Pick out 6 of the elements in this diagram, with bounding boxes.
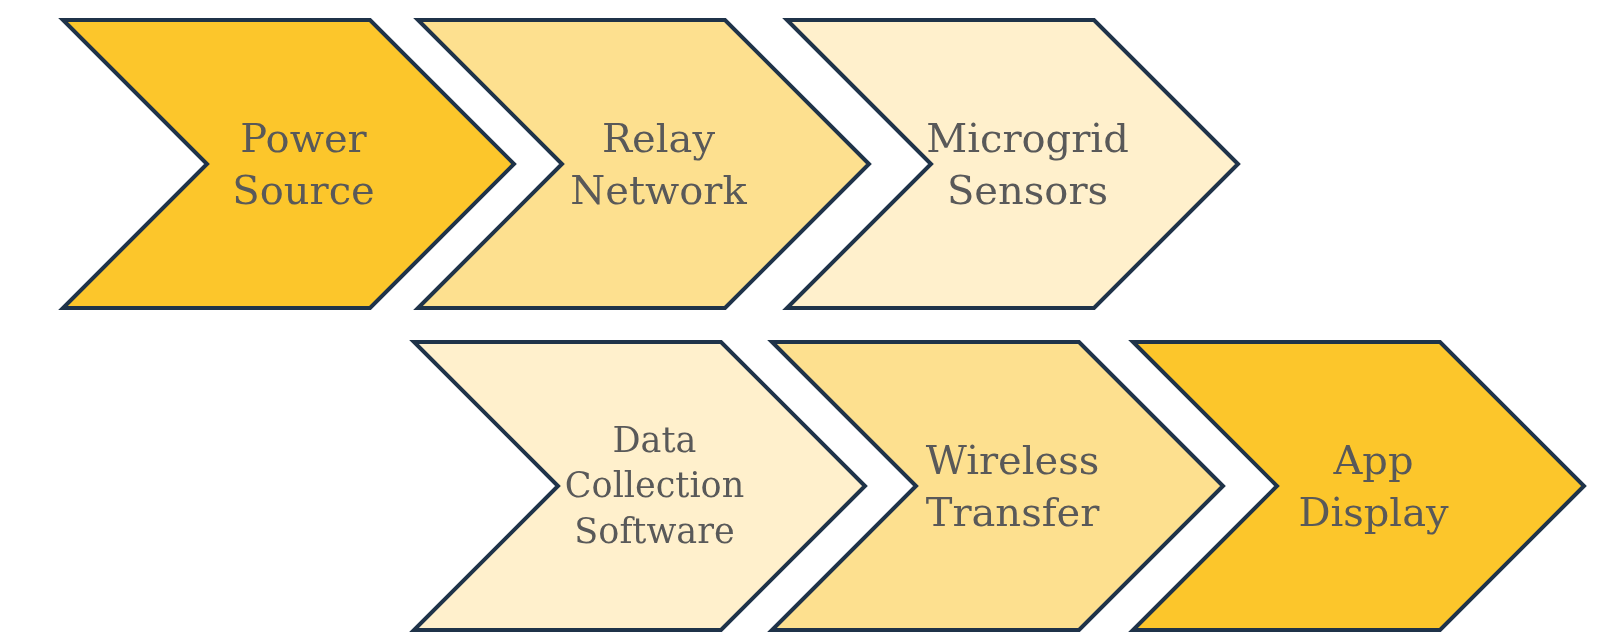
step-label: Relay Network <box>569 114 748 215</box>
step-label: Microgrid Sensors <box>925 114 1130 215</box>
step-label: App Display <box>1297 436 1450 537</box>
step-label: Wireless Transfer <box>924 436 1101 537</box>
step-label: Data Collection Software <box>563 418 746 553</box>
step-label: Power Source <box>231 114 376 215</box>
